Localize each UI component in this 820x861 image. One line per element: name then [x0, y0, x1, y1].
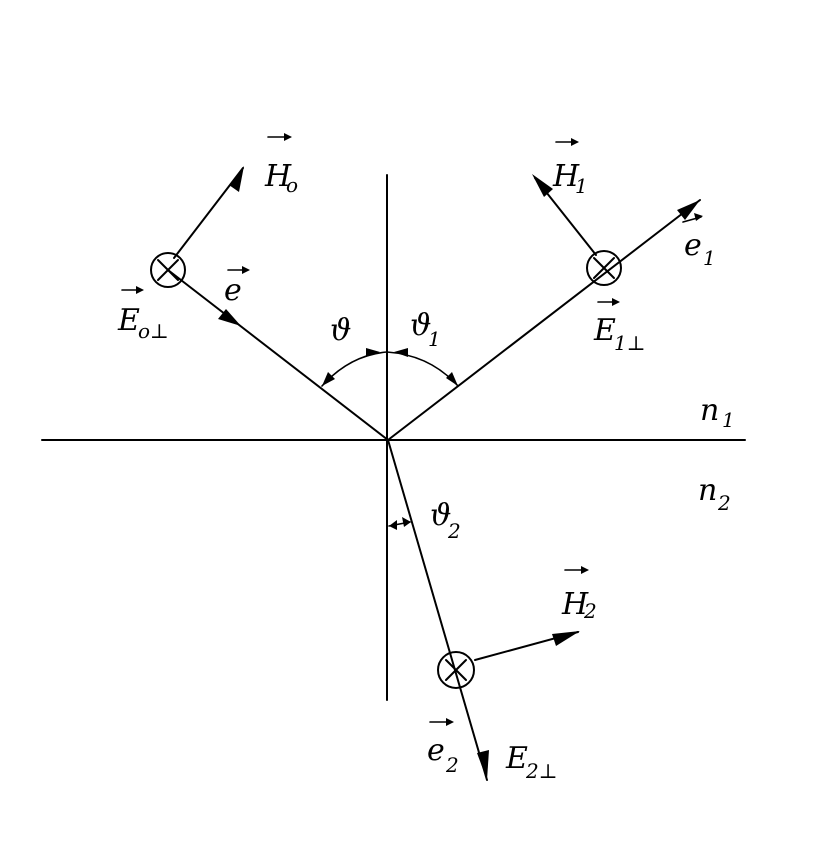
angle-theta2-arrow-a — [389, 520, 397, 530]
e1-into-page-icon — [586, 250, 622, 286]
svg-text:e: e — [427, 733, 445, 768]
svg-text:H: H — [264, 159, 292, 194]
svg-text:2: 2 — [445, 753, 459, 777]
label-e2: E 2⊥ — [505, 741, 558, 783]
label-e2-unit: e 2 — [427, 718, 459, 777]
svg-text:E: E — [593, 313, 616, 348]
svg-text:1⊥: 1⊥ — [614, 331, 646, 355]
incident-ray-arrowhead — [218, 309, 241, 326]
svg-text:H: H — [561, 587, 589, 622]
label-theta2: ϑ 2 — [430, 498, 461, 543]
svg-text:H: H — [552, 159, 580, 194]
incident-ray — [167, 269, 389, 441]
svg-text:E: E — [505, 741, 528, 776]
label-n1: n 1 — [700, 393, 735, 432]
label-h0: H o — [264, 133, 298, 197]
h2-arrowhead — [552, 631, 580, 646]
e2-into-page-icon — [437, 651, 475, 689]
h1-arrowhead — [532, 174, 553, 197]
svg-text:1: 1 — [703, 246, 716, 270]
label-h1: H 1 — [552, 138, 588, 198]
svg-text:ϑ: ϑ — [410, 308, 431, 343]
label-theta: ϑ — [330, 313, 351, 348]
svg-text:2⊥: 2⊥ — [525, 759, 558, 783]
svg-text:n: n — [698, 473, 717, 508]
label-e0: E o⊥ — [117, 286, 169, 343]
angle-theta-arrow-b — [366, 348, 380, 357]
svg-text:1: 1 — [575, 174, 588, 198]
label-n2: n 2 — [698, 473, 731, 515]
label-e: e — [224, 266, 250, 308]
refracted-ray — [387, 439, 488, 781]
svg-text:n: n — [700, 393, 719, 428]
svg-text:E: E — [117, 303, 140, 338]
svg-text:2: 2 — [717, 491, 731, 515]
reflected-ray-arrowhead — [677, 200, 700, 220]
angle-theta2-arrow-b — [402, 517, 411, 527]
svg-text:e: e — [224, 273, 242, 308]
svg-text:e: e — [684, 228, 702, 263]
label-e1: E 1⊥ — [593, 298, 646, 355]
svg-text:1: 1 — [428, 327, 441, 351]
reflected-ray — [387, 199, 701, 441]
svg-text:1: 1 — [722, 408, 735, 432]
angle-theta1-arc — [386, 351, 459, 387]
svg-text:o: o — [286, 173, 298, 197]
svg-text:o⊥: o⊥ — [138, 319, 169, 343]
svg-text:ϑ: ϑ — [430, 498, 451, 533]
angle-theta-arc — [321, 351, 388, 387]
angle-theta-arrow-a — [322, 372, 335, 386]
svg-text:ϑ: ϑ — [330, 313, 351, 348]
refracted-ray-arrowhead — [477, 750, 489, 780]
svg-text:2: 2 — [447, 519, 461, 543]
h0-arrowhead — [229, 166, 244, 192]
e0-into-page-icon — [150, 252, 186, 288]
angle-theta1-arrow-b — [446, 372, 458, 386]
angle-theta1-arrow-a — [394, 348, 408, 357]
svg-text:2: 2 — [583, 599, 597, 623]
label-e1-unit: e 1 — [682, 213, 716, 270]
label-theta1: ϑ 1 — [410, 308, 441, 351]
label-h2: H 2 — [561, 566, 597, 623]
